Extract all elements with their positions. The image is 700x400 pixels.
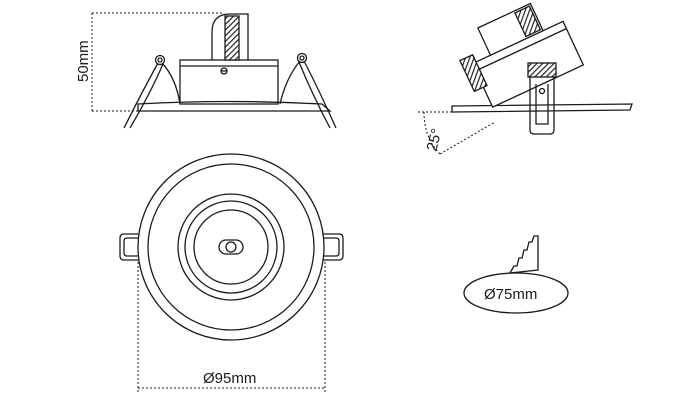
tilt-angle-dimension [418,111,496,155]
cutout-symbol [463,235,569,314]
side-driver [211,13,249,60]
cutout-ellipse [463,272,569,314]
side-heatsink-hatch [224,15,240,61]
height-dimension [91,12,222,112]
height-label: 50mm [75,40,92,82]
tilted-flange [451,103,633,113]
front-inner-ring-1 [177,193,285,301]
front-view [119,153,344,341]
side-spring-right [296,52,308,64]
front-tab-right [322,233,344,261]
tilted-view [451,2,633,135]
outer-diameter-dimension [137,262,326,392]
front-lens-ring [193,209,269,285]
front-inner-ring-2 [184,200,278,294]
side-view [123,13,337,129]
tilted-clip-bracket [529,77,555,135]
front-tab-left [119,233,141,261]
side-flange [137,100,332,112]
tilted-hatch-left [459,53,488,93]
tilted-hatch-right [514,5,542,38]
front-outer-ring [137,153,325,341]
outer-diameter-label: Ø95mm [203,370,256,387]
front-center-slot [218,239,244,255]
front-bezel-ring [147,163,315,331]
cutout-label: Ø75mm [484,286,537,303]
cutout-saw-blade [508,235,539,274]
tilted-clip-top [527,62,557,78]
tilt-angle-label: 25° [423,127,445,153]
side-spring-left [154,54,166,66]
